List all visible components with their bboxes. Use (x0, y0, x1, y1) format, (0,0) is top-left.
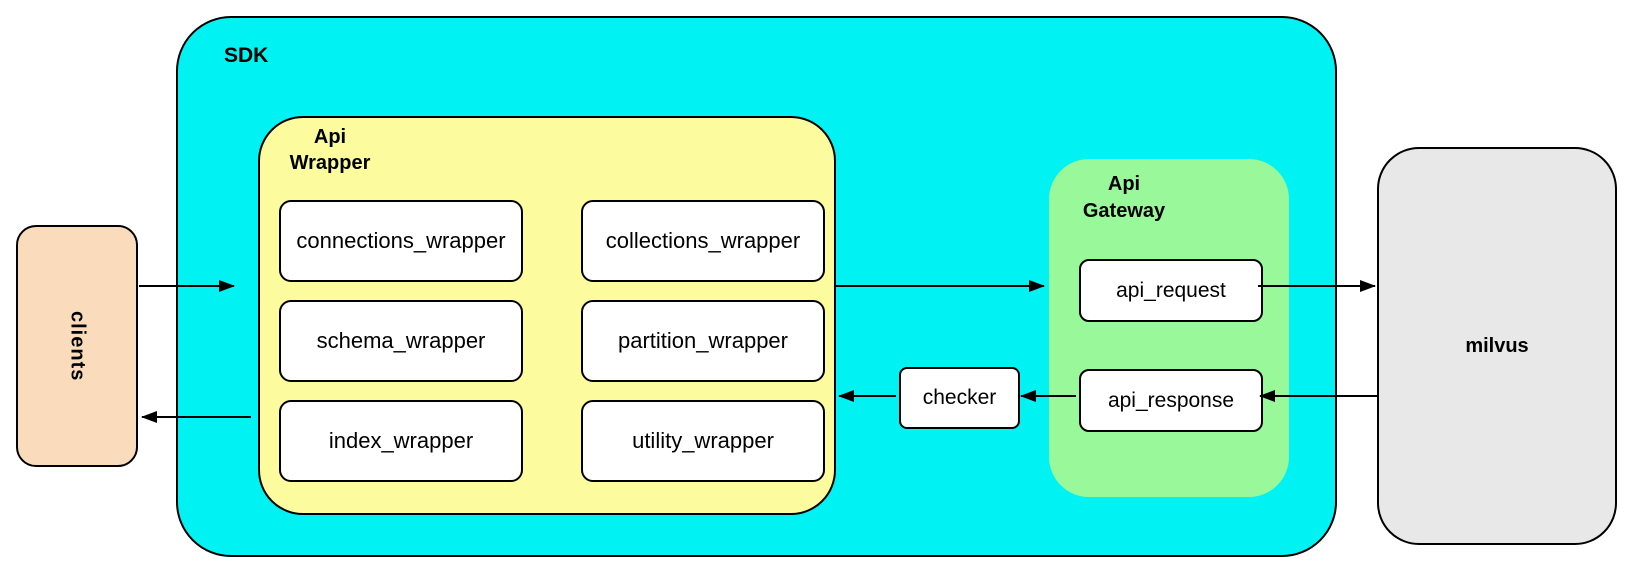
utility-wrapper-label: utility_wrapper (632, 428, 774, 453)
milvus-box: milvus (1377, 147, 1617, 545)
connections-wrapper-box: connections_wrapper (279, 200, 523, 282)
api-gateway-container: Api Gateway api_request api_response (1049, 159, 1289, 497)
partition-wrapper-label: partition_wrapper (618, 328, 788, 353)
index-wrapper-label: index_wrapper (328, 428, 474, 453)
clients-box: clients (16, 225, 138, 467)
api-wrapper-label: Api Wrapper (272, 124, 388, 176)
api-wrapper-container: Api Wrapper connections_wrapper schema_w… (258, 116, 836, 515)
collections-wrapper-label: collections_wrapper (605, 228, 801, 253)
checker-label: checker (922, 386, 997, 409)
api-request-label: api_request (1116, 278, 1226, 302)
schema-wrapper-box: schema_wrapper (279, 300, 523, 382)
api-response-box: api_response (1079, 369, 1263, 432)
connections-wrapper-label: connections_wrapper (296, 228, 506, 253)
utility-wrapper-box: utility_wrapper (581, 400, 825, 482)
partition-wrapper-box: partition_wrapper (581, 300, 825, 382)
sdk-label: SDK (224, 44, 269, 67)
api-wrapper-label-line1: Api (313, 126, 347, 148)
api-response-label: api_response (1107, 388, 1235, 412)
clients-label: clients (66, 310, 89, 382)
api-wrapper-label-line2: Wrapper (289, 152, 371, 174)
api-gateway-label-line1: Api (1107, 173, 1141, 195)
api-gateway-label: Api Gateway (1059, 171, 1189, 225)
index-wrapper-box: index_wrapper (279, 400, 523, 482)
checker-box: checker (899, 367, 1020, 429)
milvus-label: milvus (1465, 334, 1529, 357)
sdk-container: SDK Api Wrapper connections_wrapper sche… (176, 16, 1337, 557)
schema-wrapper-label: schema_wrapper (316, 328, 486, 353)
collections-wrapper-box: collections_wrapper (581, 200, 825, 282)
api-gateway-label-line2: Gateway (1082, 200, 1166, 222)
api-request-box: api_request (1079, 259, 1263, 322)
